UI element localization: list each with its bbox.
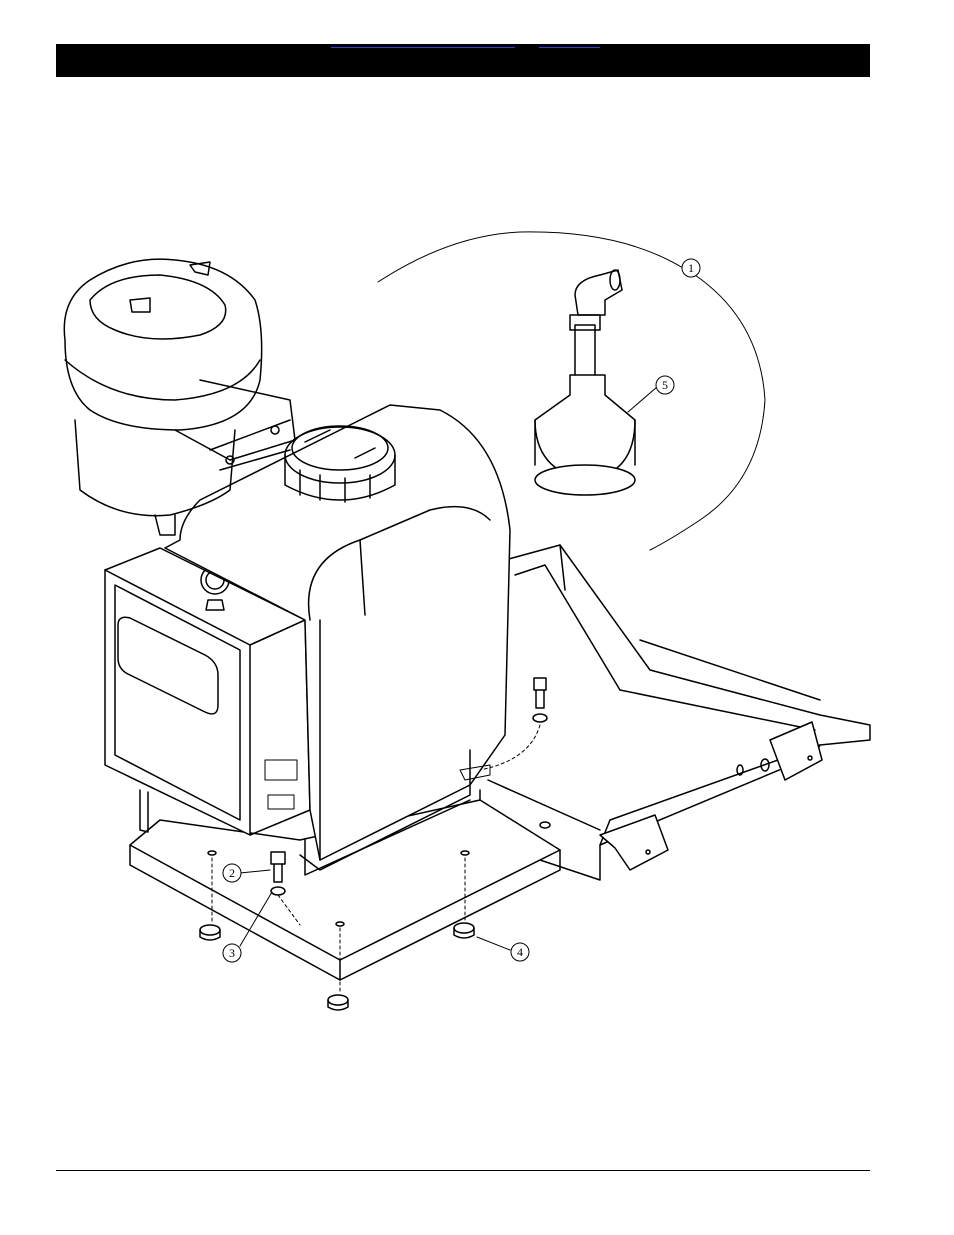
callout-5-label: 5 (662, 378, 668, 392)
funnel-part-5 (535, 270, 635, 495)
footer-rule (56, 1170, 870, 1171)
callout-4-label: 4 (517, 945, 523, 959)
callout-3-label: 3 (229, 946, 235, 960)
callout-2-label: 2 (229, 866, 235, 880)
callout-1-label: 1 (688, 261, 694, 275)
frame-rail (480, 545, 870, 880)
